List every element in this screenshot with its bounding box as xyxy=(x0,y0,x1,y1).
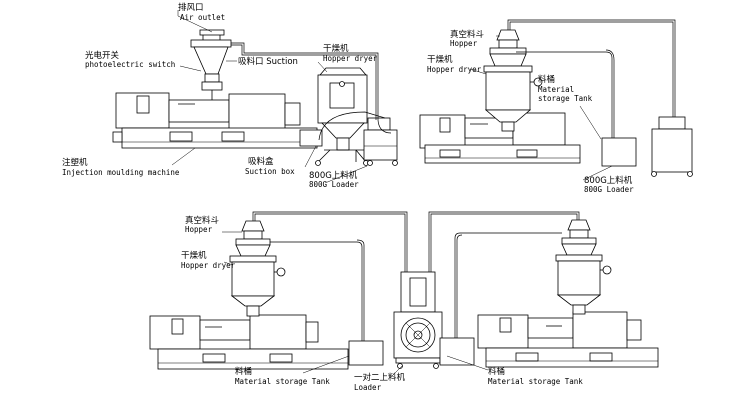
leaders-3 xyxy=(222,231,489,379)
material-tank-4 xyxy=(439,337,475,366)
vacuum-hopper-dryer-3 xyxy=(229,220,286,317)
label-injection-en: Injection moulding machine xyxy=(62,168,180,177)
panel-3-one-to-two-loader: 真空料斗 Hopper 干燥机 Hopper dryer 料桶 Material… xyxy=(149,211,659,392)
label-tank-4-zh: 料桶 xyxy=(488,366,505,377)
suction-box-1 xyxy=(299,129,323,147)
hopper-dryer-1 xyxy=(315,67,369,166)
label-injection-zh: 注塑机 xyxy=(62,157,88,168)
label-tank-2-en1: Material xyxy=(538,85,574,94)
label-hopper-dryer-2-en: Hopper dryer xyxy=(427,65,482,74)
loader-unit-1 xyxy=(363,117,398,166)
label-hopper-dryer-1-en: Hopper dryer xyxy=(323,54,378,63)
label-suction-port: 吸料口 Suction xyxy=(238,56,298,67)
loader-unit-2 xyxy=(651,116,693,177)
injection-machine-1 xyxy=(112,92,318,149)
label-vac-hopper-3-en: Hopper xyxy=(185,225,213,234)
vacuum-hopper-dryer-4 xyxy=(555,219,612,315)
injection-machine-3 xyxy=(149,314,349,370)
label-loader-1-en: 800G Loader xyxy=(309,180,359,189)
leaders-2 xyxy=(469,35,613,181)
label-tank-4-en: Material storage Tank xyxy=(488,377,583,386)
pipes-3 xyxy=(252,211,580,341)
label-air-outlet-en: Air outlet xyxy=(180,13,225,22)
panel-1-loader-with-suction-box: 排风口 Air outlet 光电开关 photoelectric switch… xyxy=(62,2,398,189)
label-hopper-dryer-2-zh: 干燥机 xyxy=(427,54,453,65)
label-loader-3-en: Loader xyxy=(354,383,382,392)
material-tank-2 xyxy=(601,137,637,167)
vacuum-hopper-dryer-2 xyxy=(483,29,543,132)
panel-2-single-loader: 真空料斗 Hopper 干燥机 Hopper dryer 料桶 Material… xyxy=(419,19,693,194)
label-tank-2-en2: storage Tank xyxy=(538,94,593,103)
label-photo-switch-en: photoelectric switch xyxy=(85,60,175,69)
label-suction-box-zh: 吸料盒 xyxy=(248,156,274,167)
label-air-outlet-zh: 排风口 xyxy=(178,2,204,13)
leaders-1 xyxy=(171,10,368,184)
label-loader-1-zh: 800G上料机 xyxy=(309,170,358,181)
injection-machine-4 xyxy=(477,311,659,368)
label-photo-switch-zh: 光电开关 xyxy=(85,50,120,61)
label-loader-2-en: 800G Loader xyxy=(584,185,634,194)
material-tank-3 xyxy=(348,340,384,366)
label-tank-2-zh: 料桶 xyxy=(538,74,555,85)
loader-hopper-1 xyxy=(190,29,232,100)
pipes-2 xyxy=(507,19,676,138)
label-hopper-dryer-3-en: Hopper dryer xyxy=(181,261,236,270)
label-hopper-dryer-1-zh: 干燥机 xyxy=(323,43,349,54)
label-vac-hopper-2-zh: 真空料斗 xyxy=(450,29,485,40)
injection-machine-2 xyxy=(419,112,581,164)
label-tank-3-en: Material storage Tank xyxy=(235,377,330,386)
label-vac-hopper-3-zh: 真空料斗 xyxy=(185,215,220,226)
label-hopper-dryer-3-zh: 干燥机 xyxy=(181,250,207,261)
one-to-two-loader-unit xyxy=(393,271,443,369)
pipes-1 xyxy=(231,42,392,141)
label-tank-3-zh: 料桶 xyxy=(235,366,252,377)
label-vac-hopper-2-en: Hopper xyxy=(450,39,478,48)
label-suction-box-en: Suction box xyxy=(245,167,295,176)
label-loader-2-zh: 800G上料机 xyxy=(584,175,633,186)
label-loader-3-zh: 一对二上料机 xyxy=(354,372,406,383)
